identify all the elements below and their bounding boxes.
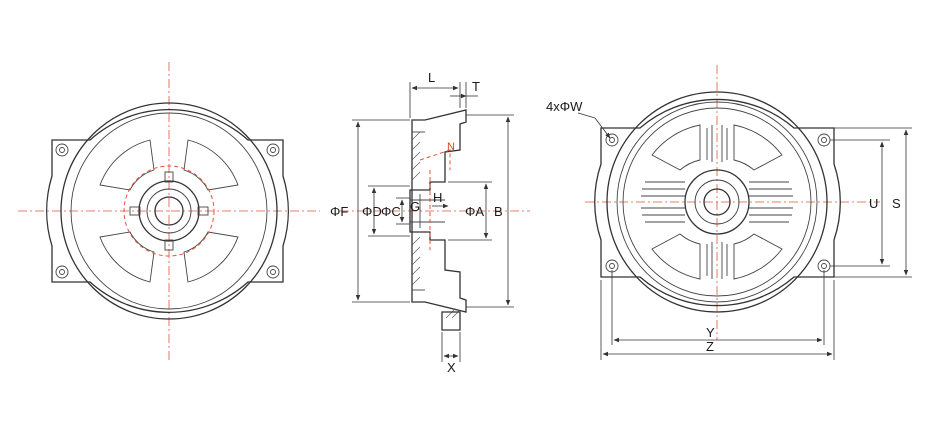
hub-outer	[138, 180, 200, 242]
label-L: L	[428, 70, 435, 85]
rear-windows	[651, 124, 783, 280]
rear-view-right: 4xΦW U S Y Z	[546, 65, 912, 360]
section-view-middle: L T N ΦF ΦD ΦC G H ΦA B X	[330, 70, 530, 375]
label-F: ΦF	[330, 204, 348, 219]
label-U: U	[869, 196, 878, 211]
rear-hub-middle	[694, 179, 740, 225]
rear-hub-outer	[684, 169, 750, 235]
label-G: G	[410, 199, 420, 214]
label-H: H	[433, 190, 442, 205]
label-A: ΦA	[465, 204, 484, 219]
label-T: T	[472, 79, 480, 94]
label-W: 4xΦW	[546, 99, 583, 114]
label-Z: Z	[706, 339, 714, 354]
rear-flange	[594, 98, 841, 307]
hub-middle	[146, 188, 192, 234]
label-C: ΦC	[381, 204, 401, 219]
label-B: B	[494, 204, 503, 219]
rear-mounting-holes	[605, 133, 831, 273]
mounting-flange	[46, 109, 289, 313]
rear-outer-circle	[606, 91, 828, 313]
flange-foot	[441, 311, 461, 331]
body-inner-circle	[70, 112, 268, 310]
body-outer-circle	[60, 102, 278, 320]
rear-bore	[703, 188, 731, 216]
rear-ring-1	[616, 101, 818, 303]
rear-ring-2	[622, 107, 812, 297]
label-S: S	[892, 196, 901, 211]
cooling-slots	[641, 125, 793, 279]
front-view-left	[18, 62, 320, 360]
hidden-pitch-circle	[123, 165, 215, 257]
hub-keys	[129, 171, 209, 251]
vent-windows	[99, 139, 239, 283]
mounting-holes	[55, 143, 280, 279]
label-X: X	[447, 360, 456, 375]
label-D: ΦD	[362, 204, 382, 219]
bore	[154, 196, 184, 226]
n-detail	[419, 149, 451, 170]
label-Y: Y	[706, 325, 715, 340]
label-N: N	[447, 141, 455, 153]
section-outline	[409, 109, 467, 313]
leader-W	[594, 117, 611, 139]
section-hatching	[411, 131, 461, 319]
